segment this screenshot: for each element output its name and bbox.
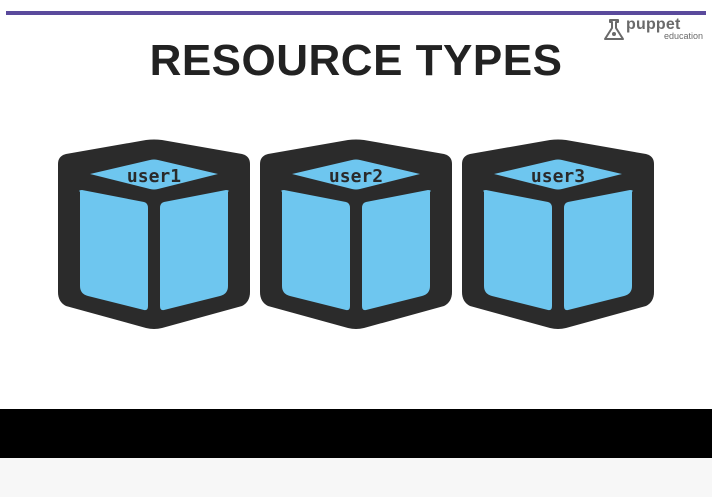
cube-left-face xyxy=(483,190,552,311)
cube-left-face xyxy=(281,190,350,311)
cube-label: user3 xyxy=(531,166,585,187)
cube-user2: user2 xyxy=(260,139,452,329)
cube-right-face xyxy=(564,190,633,311)
flask-icon xyxy=(604,19,624,40)
slide-title: RESOURCE TYPES xyxy=(149,36,563,85)
cube-label: user2 xyxy=(329,166,383,187)
cube-left-face xyxy=(79,190,148,311)
cube-label: user1 xyxy=(127,166,181,187)
cube-top-face xyxy=(90,159,218,190)
logo-wordmark: puppet xyxy=(626,16,681,33)
cube-user3: user3 xyxy=(462,139,654,329)
bottom-strip xyxy=(0,458,712,497)
accent-line xyxy=(6,11,706,15)
logo-subtitle: education xyxy=(664,31,704,41)
top-bar xyxy=(0,0,712,12)
cube-right-face xyxy=(362,190,431,311)
cube-top-face xyxy=(494,159,622,190)
cube-top-face xyxy=(292,159,420,190)
cube-user1: user1 xyxy=(58,139,250,329)
puppet-education-logo: puppet education xyxy=(602,16,710,44)
video-caption-bar xyxy=(0,409,712,458)
cube-right-face xyxy=(160,190,229,311)
